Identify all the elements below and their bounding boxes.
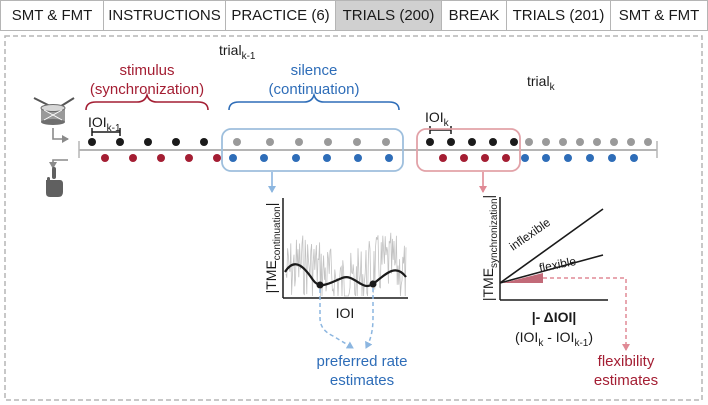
continuation-tap-dot: [608, 154, 616, 162]
continuation-tap-dot: [564, 154, 572, 162]
flexibility-label: flexibility: [598, 353, 655, 370]
pointing-hand-icon: [46, 167, 63, 197]
continuation-highlight-box: [221, 128, 404, 172]
plot1-noise-trace: [285, 232, 407, 297]
plot1-x-label: IOI: [336, 305, 355, 321]
stimulus-response-dot: [481, 154, 489, 162]
stimulus-tap-dot: [200, 138, 208, 146]
plot2-x-sublabel: (IOIk - IOIk-1): [515, 329, 593, 349]
continuation-tick-dot: [627, 138, 635, 146]
continuation-tick-dot: [382, 138, 390, 146]
stimulus-tap-dot: [144, 138, 152, 146]
tab-instructions[interactable]: INSTRUCTIONS: [104, 0, 226, 31]
ioi-prev-marker: IOIk-1: [88, 114, 121, 136]
tab-practice[interactable]: PRACTICE (6): [226, 0, 336, 31]
continuation-tap-dot: [586, 154, 594, 162]
continuation-tick-dot: [324, 138, 332, 146]
tab-trials-201[interactable]: TRIALS (201): [507, 0, 611, 31]
stimulus-response-dot: [157, 154, 165, 162]
silence-brace: [228, 92, 400, 111]
trial-curr-label: trialk: [527, 73, 556, 93]
preferred-arrow-1: [319, 289, 354, 349]
continuation-tap-dot: [292, 154, 300, 162]
continuation-tick-dot: [576, 138, 584, 146]
stimulus-response-dot: [101, 154, 109, 162]
tab-smt-fmt-end[interactable]: SMT & FMT: [611, 0, 708, 31]
continuation-tick-dot: [610, 138, 618, 146]
ioi-prev-label: IOIk-1: [88, 114, 121, 134]
plot1-fit-curve: [284, 263, 407, 287]
trial-diagram: trialk-1 trialk stimulus (synchronizatio…: [4, 35, 703, 401]
continuation-tick-dot: [542, 138, 550, 146]
continuation-tap-dot: [323, 154, 331, 162]
continuation-plot: |TMEcontinuation| IOI: [263, 198, 408, 321]
drum-icon: [33, 97, 75, 125]
stimulus-response-dot: [439, 154, 447, 162]
continuation-tap-dot: [260, 154, 268, 162]
continuation-tap-dot: [630, 154, 638, 162]
timeline-dots: [88, 138, 652, 162]
continuation-tick-dot: [266, 138, 274, 146]
tab-bar: SMT & FMT INSTRUCTIONS PRACTICE (6) TRIA…: [0, 0, 708, 31]
flexibility-slope-wedge: [503, 273, 543, 283]
continuation-tick-dot: [295, 138, 303, 146]
continuation-tick-dot: [233, 138, 241, 146]
continuation-label: (continuation): [269, 81, 360, 98]
continuation-tick-dot: [593, 138, 601, 146]
feedback-arrow-icon: [49, 128, 69, 169]
plot2-x-label: |- ΔIOI|: [532, 309, 577, 325]
stimulus-response-dot: [129, 154, 137, 162]
tab-smt-fmt-start[interactable]: SMT & FMT: [0, 0, 104, 31]
continuation-tap-dot: [354, 154, 362, 162]
inflexible-line: [499, 208, 604, 284]
plot2-y-label: |TMEsynchronization|: [480, 195, 500, 301]
continuation-tap-dot: [229, 154, 237, 162]
plot1-minimum-point-1: [316, 281, 324, 289]
stimulus-response-dot: [213, 154, 221, 162]
flexible-label: flexible: [538, 254, 578, 275]
stimulus-response-dot: [185, 154, 193, 162]
stimulus-response-dot: [460, 154, 468, 162]
flexibility-estimates-label: estimates: [594, 372, 658, 389]
tab-break[interactable]: BREAK: [442, 0, 507, 31]
stimulus-tap-dot: [172, 138, 180, 146]
ioi-curr-marker: IOIk: [425, 109, 452, 134]
preferred-arrow-2: [365, 288, 374, 349]
preferred-estimates-label: estimates: [330, 372, 394, 389]
stimulus-response-dot: [502, 154, 510, 162]
synchronization-plot: inflexible flexible |TMEsynchronization|…: [480, 195, 608, 349]
stimulus-tap-dot: [468, 138, 476, 146]
synchronization-label: (synchronization): [90, 81, 204, 98]
continuation-tick-dot: [559, 138, 567, 146]
stimulus-tap-dot: [116, 138, 124, 146]
stimulus-tap-dot: [426, 138, 434, 146]
stimulus-tap-dot: [489, 138, 497, 146]
continuation-tick-dot: [353, 138, 361, 146]
continuation-tap-dot: [542, 154, 550, 162]
trial-prev-label: trialk-1: [219, 42, 256, 62]
flexible-line: [499, 254, 604, 284]
dashed-panel-border: [4, 35, 703, 401]
stimulus-tap-dot: [510, 138, 518, 146]
stimulus-tap-dot: [88, 138, 96, 146]
plot1-y-label: |TMEcontinuation|: [263, 203, 283, 294]
continuation-tick-dot: [525, 138, 533, 146]
continuation-tap-dot: [521, 154, 529, 162]
continuation-tick-dot: [644, 138, 652, 146]
inflexible-label: inflexible: [507, 215, 554, 253]
stimulus-label: stimulus: [119, 62, 174, 79]
preferred-rate-label: preferred rate: [317, 353, 408, 370]
stimulus-tap-dot: [447, 138, 455, 146]
continuation-tap-dot: [385, 154, 393, 162]
ioi-curr-label: IOIk: [425, 109, 450, 129]
stimulus-brace: [85, 92, 209, 111]
silence-label: silence: [291, 62, 338, 79]
plot1-minimum-point-2: [369, 280, 377, 288]
tab-trials-200[interactable]: TRIALS (200): [336, 0, 442, 31]
synchronization-highlight-box: [416, 128, 521, 172]
